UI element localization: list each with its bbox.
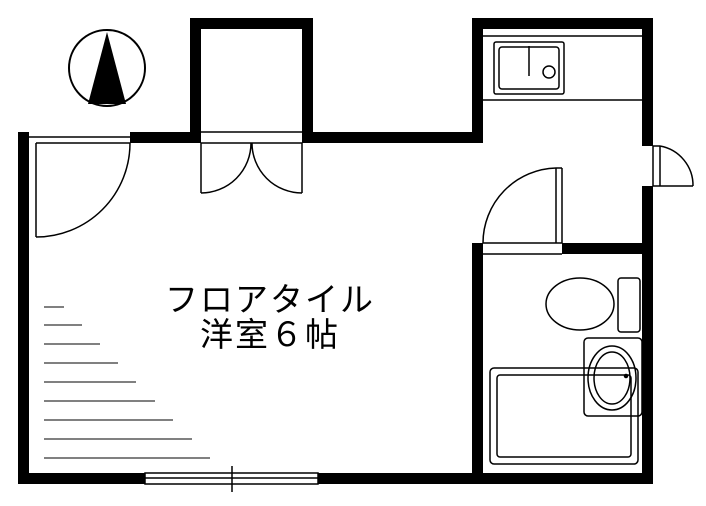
entry-door-icon — [29, 136, 131, 238]
window-icon — [144, 466, 319, 492]
sink-icon — [483, 35, 642, 101]
bathroom-door-icon — [482, 167, 563, 255]
walls — [18, 18, 653, 484]
washbasin-icon — [583, 337, 643, 417]
room-size-label: 洋室６帖 — [200, 315, 340, 354]
toilet-icon — [545, 277, 641, 333]
stair-lines — [44, 306, 210, 459]
bathtub-icon — [489, 367, 639, 465]
closet-door-icon — [200, 131, 303, 194]
north-arrow-icon — [68, 29, 146, 107]
room-floor-label: フロアタイル — [165, 280, 375, 319]
side-door-icon — [652, 145, 694, 187]
